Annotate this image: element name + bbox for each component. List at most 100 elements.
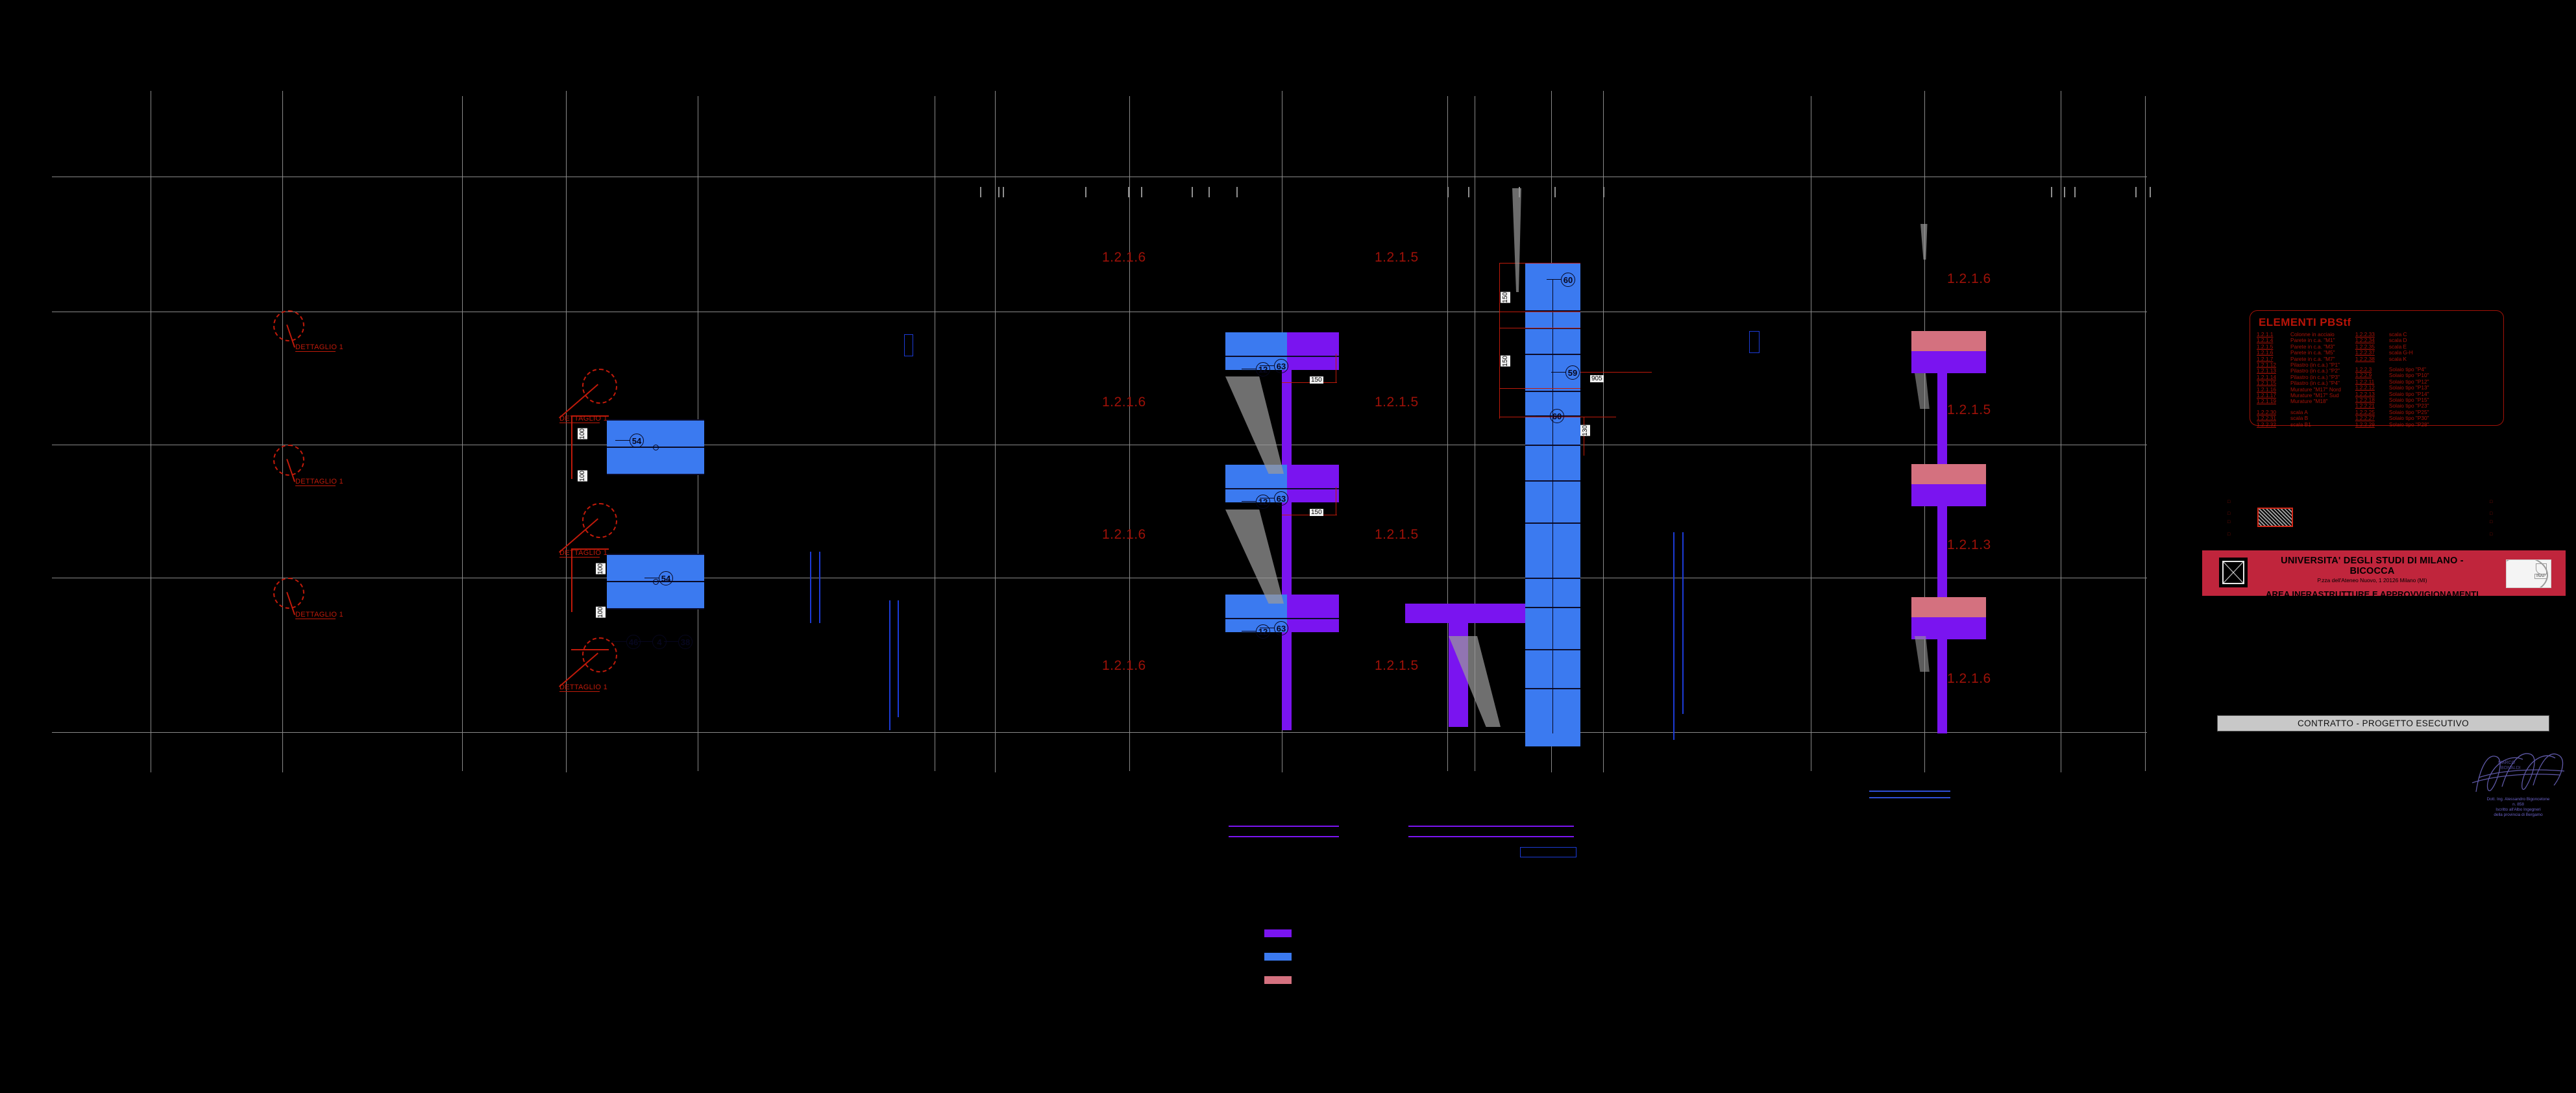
dimension-bubble: 60 xyxy=(1550,409,1564,423)
dimension-bubble: 46 xyxy=(626,635,641,649)
pbs-row-code: 1.2.1.14 xyxy=(2257,373,2276,380)
svg-text:BONALDI: BONALDI xyxy=(2501,766,2521,770)
pbs-row-desc: Solaio tipo "P10" xyxy=(2388,372,2429,379)
dimension-bubble: 4 xyxy=(652,635,667,649)
dimension-bubble: 59 xyxy=(1565,365,1580,380)
pbs-code-label: 1.2.1.5 xyxy=(1375,527,1419,542)
dimension-bubble-leader xyxy=(612,641,626,642)
contract-bar[interactable]: CONTRATTO - PROGETTO ESECUTIVO xyxy=(2217,715,2549,731)
pbs-row-code: 1.2.2.33 xyxy=(2355,331,2375,338)
dimension-bubble: 54 xyxy=(659,571,673,585)
pbs-row-desc: Murature "M18" xyxy=(2290,398,2328,405)
dimension-bubble-leader xyxy=(1551,372,1565,373)
pbs-row-code: 1.2.2.13 xyxy=(2355,390,2375,397)
pbs-row: 1.2.2.25 Solaio tipo "P25" xyxy=(2355,408,2429,415)
pbs-row-desc: Parete in c.a. "M1" xyxy=(2290,337,2335,344)
pbs-title-suffix: tf xyxy=(2343,316,2351,328)
pbs-row-desc: scala E xyxy=(2388,343,2407,350)
department-name: AREA INFRASTRUTTURE E APPROVVIGIONAMENTI xyxy=(2265,589,2479,599)
dimension-tag: 100 xyxy=(596,607,606,618)
detail-callout-circle xyxy=(582,637,617,672)
stamp-line-3: Iscritto all'Albo Ingegneri xyxy=(2496,807,2541,812)
pbs-row-code: 1.2.1.12 xyxy=(2257,362,2276,369)
pbs-row-desc: scala K xyxy=(2388,355,2407,362)
revision-hatch-box xyxy=(2257,508,2293,527)
contract-bar-label: CONTRATTO - PROGETTO ESECUTIVO xyxy=(2297,718,2470,728)
detail-callout-circle xyxy=(273,445,304,476)
pbs-row-desc: Pilastro (in c.a.) "P2" xyxy=(2290,367,2340,375)
dimension-tag: 100 xyxy=(578,471,587,482)
dimension-bubble: 63 xyxy=(1274,491,1288,506)
bicocca-logo-icon xyxy=(2219,558,2248,587)
pbs-row-desc: Solaio tipo "P15" xyxy=(2388,397,2429,404)
pbs-row-code: 1.2.2.21 xyxy=(2355,402,2375,410)
pbs-row-desc: Solaio tipo "P25" xyxy=(2388,408,2429,415)
pbs-row-desc: Pilastro (in c.a.) "P3" xyxy=(2290,373,2340,380)
organization-name: UNIVERSITA' DEGLI STUDI DI MILANO - BICO… xyxy=(2281,556,2464,576)
department-address: Via dell'Innovazione, 10 -20126 MILANO (… xyxy=(2322,600,2422,606)
salmon-swatch xyxy=(1264,976,1292,984)
pbs-row-desc: Solaio tipo "P30" xyxy=(2388,415,2429,422)
pbs-row-desc: Solaio tipo "P28" xyxy=(2388,421,2429,428)
pbs-row: 1.2.2.27 Solaio tipo "P30" xyxy=(2355,415,2429,421)
organization-address: P.zza dell'Ateneo Nuovo, 1 20126 Milano … xyxy=(2317,577,2427,583)
pbs-row-desc: Solaio tipo "P23" xyxy=(2388,402,2429,410)
detail-callout-circle xyxy=(582,369,617,404)
pbs-row: 1.2.2.9 Solaio tipo "P10" xyxy=(2355,372,2429,379)
pbs-row-code: 1.2.2.29 xyxy=(2355,421,2375,428)
dimension-bubble-leader xyxy=(1242,501,1256,502)
pbs-code-label: 1.2.1.5 xyxy=(1375,395,1419,410)
dimension-bubble-leader xyxy=(638,641,652,642)
pbs-row-desc: Parete in c.a. "M7" xyxy=(2290,355,2335,362)
pbs-code-label: 1.2.1.6 xyxy=(1102,250,1146,265)
dimension-bubble-leader xyxy=(1547,279,1561,280)
pbs-row-code: 1.2.2.25 xyxy=(2355,408,2375,415)
pbs-row-desc: Solaio tipo "P13" xyxy=(2388,384,2429,391)
dimension-tag: 100 xyxy=(578,428,587,439)
pbs-code-label: 1.2.1.5 xyxy=(1375,658,1419,673)
dimension-tag: 905 xyxy=(1590,375,1604,382)
pbs-row-desc: scala B1 xyxy=(2290,421,2311,428)
department-contact: Tel +39.02.6448.5313; Fax +39.02.6448.53… xyxy=(2322,606,2422,611)
dimension-bubble-leader xyxy=(664,641,678,642)
purple-swatch xyxy=(1264,929,1292,937)
pbs-row-code: 1.2.2.9 xyxy=(2355,372,2372,379)
dimension-bubble: 63 xyxy=(1274,359,1288,373)
stamp-line-2: n. 858 xyxy=(2512,802,2524,807)
pbs-row: 1.2.2.21 Solaio tipo "P23" xyxy=(2355,402,2429,410)
pbs-row-desc: scala A xyxy=(2290,408,2308,415)
pbs-row-code: 1.2.2.27 xyxy=(2355,415,2375,422)
pbs-row-code: 1.2.1.5 xyxy=(2257,343,2274,350)
pbs-row-code: 1.2.2.11 xyxy=(2355,378,2375,385)
pbs-title-text: ELEMENTI PBS xyxy=(2259,316,2344,328)
pbs-code-label: 1.2.1.5 xyxy=(1375,250,1419,265)
pbs-code-label: 1.2.1.3 xyxy=(1947,537,1991,552)
pbs-row-code: 1.2.1.16 xyxy=(2257,386,2276,393)
dimension-tag: 150 xyxy=(1501,292,1510,303)
pbs-row: 1.2.1.14 Pilastro (in c.a.) "P3" xyxy=(2257,373,2341,380)
detail-callout-circle xyxy=(273,310,304,341)
detail-callout-label: DETTAGLIO 1 xyxy=(559,683,607,691)
pbs-row-code: 1.2.2.3 xyxy=(2355,366,2372,373)
pbs-row-code: 1.2.1.4 xyxy=(2257,337,2274,344)
pbs-row-code: 1.2.2.30 xyxy=(2257,408,2276,415)
pbs-code-label: 1.2.1.5 xyxy=(1947,402,1991,417)
detail-callout-underline xyxy=(559,691,600,693)
